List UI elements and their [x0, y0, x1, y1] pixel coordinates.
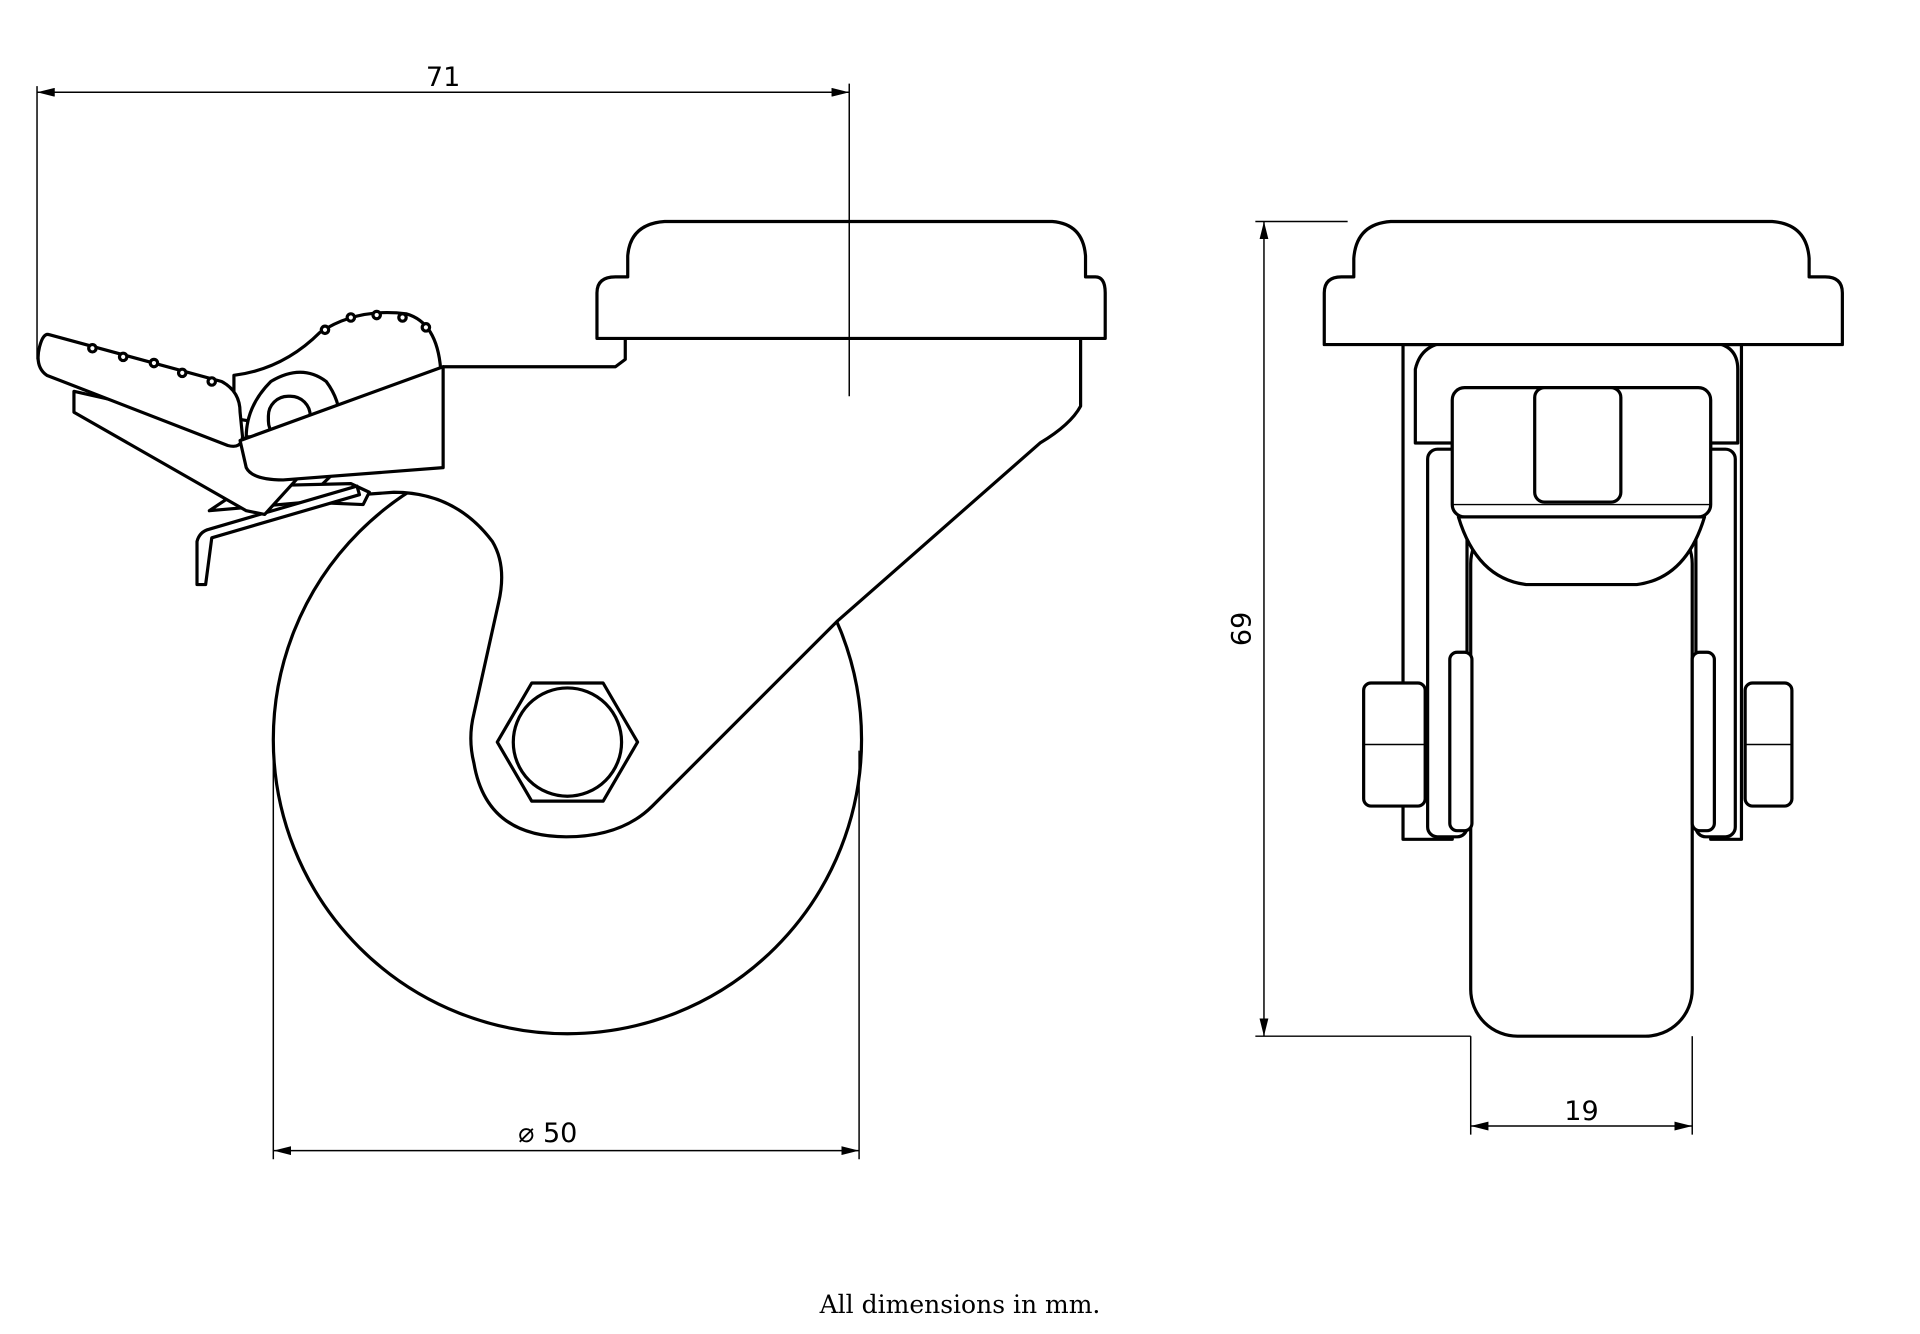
front-view: 69 19 — [1226, 219, 1844, 1135]
dimension-height: 69 — [1226, 612, 1257, 646]
top-plate-front — [1322, 219, 1844, 347]
axle — [511, 686, 624, 798]
dimension-wheel-diameter: ⌀ 50 — [518, 1118, 577, 1149]
top-plate — [595, 219, 1107, 341]
fork-body — [306, 336, 1083, 839]
side-view: 71 ⌀ 50 — [36, 62, 1107, 1160]
units-note: All dimensions in mm. — [819, 1290, 1101, 1319]
wheel-front — [1469, 515, 1694, 1038]
dimension-wheel-width: 19 — [1564, 1096, 1598, 1127]
dimension-overall-width: 71 — [426, 62, 460, 93]
brake-lever — [36, 309, 445, 587]
